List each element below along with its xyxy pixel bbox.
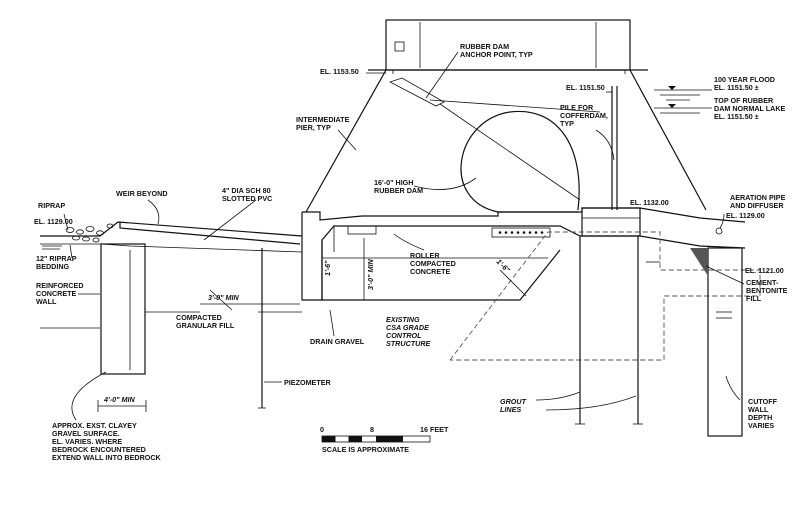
el-1121-label: EL. 1121.00 bbox=[745, 266, 784, 275]
dim-4-0: 4'-0" MIN bbox=[103, 395, 135, 404]
existing-ground bbox=[40, 261, 660, 329]
aeration-diffuser-dots bbox=[498, 231, 544, 234]
el-1129-right-label: EL. 1129.00 bbox=[726, 211, 765, 220]
left-channel bbox=[40, 221, 303, 375]
existing-csa-label: EXISTING CSA GRADE CONTROL STRUCTURE bbox=[386, 315, 431, 348]
el-1129-left-label: EL. 1129.00 bbox=[34, 217, 73, 226]
drain-gravel-label: DRAIN GRAVEL bbox=[310, 337, 365, 346]
piles bbox=[575, 236, 643, 425]
approx-surface-label: APPROX. EXST. CLAYEY GRAVEL SURFACE. EL.… bbox=[52, 421, 162, 462]
riprap-stones bbox=[65, 223, 114, 243]
piezometer-pipe bbox=[258, 248, 266, 409]
intermediate-pier-label: INTERMEDIATE PIER, TYP bbox=[296, 115, 351, 132]
scale-tick-8: 8 bbox=[370, 425, 374, 434]
aeration-label: AERATION PIPE AND DIFFUSER bbox=[730, 193, 787, 210]
dim-1-6-b: 1'-6" bbox=[495, 257, 513, 275]
grout-lines-label: GROUT LINES bbox=[500, 397, 528, 414]
scale-caption: SCALE IS APPROXIMATE bbox=[322, 445, 409, 454]
compacted-fill-label: COMPACTED GRANULAR FILL bbox=[176, 313, 235, 330]
top-rubber-dam-label: TOP OF RUBBER DAM NORMAL LAKE EL. 1151.5… bbox=[714, 96, 787, 121]
cutoff-wall-label: CUTOFF WALL DEPTH VARIES bbox=[748, 397, 779, 430]
weir-body bbox=[301, 207, 746, 301]
rubber-dam-height-label: 16'-0" HIGH RUBBER DAM bbox=[374, 178, 423, 195]
water-levels bbox=[654, 86, 712, 114]
pile-cofferdam-label: PILE FOR COFFERDAM, TYP bbox=[560, 103, 610, 128]
cement-bentonite-label: CEMENT- BENTONITE FILL bbox=[746, 278, 789, 303]
slotted-pvc-label: 4" DIA SCH 80 SLOTTED PVC bbox=[222, 186, 273, 203]
cofferdam-pile bbox=[611, 86, 618, 210]
dim-3-0-vertical: 3'-0" MIN bbox=[366, 259, 375, 290]
scale-tick-0: 0 bbox=[320, 425, 324, 434]
dim-3-0-min: 3'-0" MIN bbox=[208, 293, 239, 302]
riprap-bedding-label: 12" RIPRAP BEDDING bbox=[36, 254, 78, 271]
el-1132-label: EL. 1132.00 bbox=[630, 198, 669, 207]
leader-lines bbox=[63, 51, 745, 421]
rubber-dam-anchor-label: RUBBER DAM ANCHOR POINT, TYP bbox=[460, 42, 533, 59]
roller-concrete-label: ROLLER COMPACTED CONCRETE bbox=[410, 251, 458, 276]
scale-bar: 0 8 16 FEET SCALE IS APPROXIMATE bbox=[320, 425, 449, 454]
reinforced-wall-label: REINFORCED CONCRETE WALL bbox=[36, 281, 86, 306]
cutoff-wall bbox=[690, 227, 743, 437]
dim-1-6-a: 1'-6" bbox=[323, 260, 332, 276]
weir-beyond-label: WEIR BEYOND bbox=[116, 189, 168, 198]
riprap-label: RIPRAP bbox=[38, 201, 65, 210]
dimension-lines bbox=[97, 226, 527, 412]
intermediate-pier bbox=[305, 19, 707, 213]
flood-level-label: 100 YEAR FLOOD EL. 1151.50 ± bbox=[714, 75, 777, 92]
el-1153-label: EL. 1153.50 bbox=[320, 67, 359, 76]
scale-tick-16: 16 FEET bbox=[420, 425, 449, 434]
el-1151-label: EL. 1151.50 bbox=[566, 83, 605, 92]
existing-csa-structure bbox=[449, 231, 761, 361]
piezometer-label: PIEZOMETER bbox=[284, 378, 332, 387]
